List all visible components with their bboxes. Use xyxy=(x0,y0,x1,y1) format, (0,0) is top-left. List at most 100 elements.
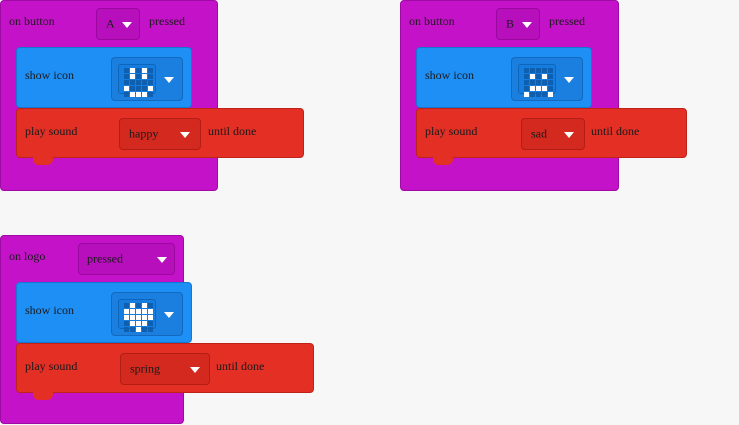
led-cell xyxy=(142,321,147,326)
event-label: on logo xyxy=(9,249,46,263)
show-icon-block[interactable]: show icon xyxy=(416,47,592,108)
button-dropdown[interactable]: A xyxy=(96,8,140,40)
event-label: on button xyxy=(409,14,455,28)
sad-face-icon xyxy=(518,64,556,97)
led-cell xyxy=(548,74,553,79)
event-suffix: pressed xyxy=(149,14,185,28)
led-cell xyxy=(124,74,129,79)
led-cell xyxy=(124,303,129,308)
led-cell xyxy=(148,321,153,326)
led-cell xyxy=(124,315,129,320)
led-cell xyxy=(536,68,541,73)
icon-dropdown[interactable] xyxy=(511,57,583,101)
led-cell xyxy=(136,68,141,73)
icon-dropdown[interactable] xyxy=(111,292,183,336)
led-cell xyxy=(536,74,541,79)
show-icon-label: show icon xyxy=(25,68,74,82)
chevron-down-icon xyxy=(190,367,200,373)
led-cell xyxy=(124,309,129,314)
led-grid xyxy=(124,68,153,97)
led-cell xyxy=(124,321,129,326)
play-sound-block[interactable]: play sound happy until done xyxy=(16,108,304,165)
led-cell xyxy=(130,92,135,97)
led-cell xyxy=(536,80,541,85)
led-cell xyxy=(142,327,147,332)
led-cell xyxy=(136,74,141,79)
sound-dropdown-value: spring xyxy=(130,361,160,376)
led-cell xyxy=(142,315,147,320)
led-cell xyxy=(148,80,153,85)
show-icon-block[interactable]: show icon xyxy=(16,282,192,343)
led-cell xyxy=(130,321,135,326)
sound-dropdown[interactable]: spring xyxy=(120,353,210,385)
block-notch xyxy=(33,157,53,165)
led-cell xyxy=(148,315,153,320)
led-cell xyxy=(136,303,141,308)
show-icon-block[interactable]: show icon xyxy=(16,47,192,108)
led-cell xyxy=(542,92,547,97)
led-cell xyxy=(148,92,153,97)
led-cell xyxy=(148,68,153,73)
button-dropdown[interactable]: B xyxy=(496,8,540,40)
sound-dropdown-value: sad xyxy=(531,126,547,141)
led-cell xyxy=(136,86,141,91)
led-cell xyxy=(142,86,147,91)
led-grid xyxy=(524,68,553,97)
sound-dropdown[interactable]: happy xyxy=(119,118,201,150)
event-suffix: pressed xyxy=(549,14,585,28)
block-notch xyxy=(433,157,453,165)
led-cell xyxy=(548,80,553,85)
led-grid xyxy=(124,303,153,332)
led-cell xyxy=(124,80,129,85)
icon-dropdown[interactable] xyxy=(111,57,183,101)
chevron-down-icon xyxy=(157,257,167,263)
button-dropdown-value: B xyxy=(506,16,515,31)
led-cell xyxy=(530,92,535,97)
led-cell xyxy=(542,80,547,85)
led-cell xyxy=(142,74,147,79)
led-cell xyxy=(148,86,153,91)
led-cell xyxy=(136,80,141,85)
led-cell xyxy=(130,315,135,320)
led-cell xyxy=(530,80,535,85)
led-cell xyxy=(542,86,547,91)
led-cell xyxy=(524,80,529,85)
play-sound-block[interactable]: play sound sad until done xyxy=(416,108,687,165)
led-cell xyxy=(524,74,529,79)
led-cell xyxy=(536,86,541,91)
play-sound-suffix: until done xyxy=(591,124,640,138)
chevron-down-icon xyxy=(564,132,574,138)
led-cell xyxy=(524,86,529,91)
led-cell xyxy=(542,68,547,73)
led-cell xyxy=(130,68,135,73)
chevron-down-icon xyxy=(564,77,574,83)
play-sound-suffix: until done xyxy=(216,359,265,373)
logo-dropdown[interactable]: pressed xyxy=(78,243,175,275)
led-cell xyxy=(524,92,529,97)
led-cell xyxy=(548,92,553,97)
led-cell xyxy=(148,327,153,332)
sound-dropdown[interactable]: sad xyxy=(521,118,585,150)
play-sound-block[interactable]: play sound spring until done xyxy=(16,343,314,400)
happy-face-icon xyxy=(118,64,156,97)
chevron-down-icon xyxy=(164,77,174,83)
button-dropdown-value: A xyxy=(106,16,115,31)
led-cell xyxy=(530,68,535,73)
play-sound-label: play sound xyxy=(425,124,478,138)
led-cell xyxy=(124,86,129,91)
led-cell xyxy=(548,86,553,91)
led-cell xyxy=(130,309,135,314)
led-cell xyxy=(530,74,535,79)
led-cell xyxy=(124,327,129,332)
led-cell xyxy=(142,80,147,85)
heart-icon xyxy=(118,299,156,332)
led-cell xyxy=(542,74,547,79)
led-cell xyxy=(136,309,141,314)
led-cell xyxy=(142,92,147,97)
led-cell xyxy=(130,74,135,79)
led-cell xyxy=(148,303,153,308)
chevron-down-icon xyxy=(164,312,174,318)
show-icon-label: show icon xyxy=(425,68,474,82)
sound-dropdown-value: happy xyxy=(129,126,159,141)
led-cell xyxy=(136,321,141,326)
